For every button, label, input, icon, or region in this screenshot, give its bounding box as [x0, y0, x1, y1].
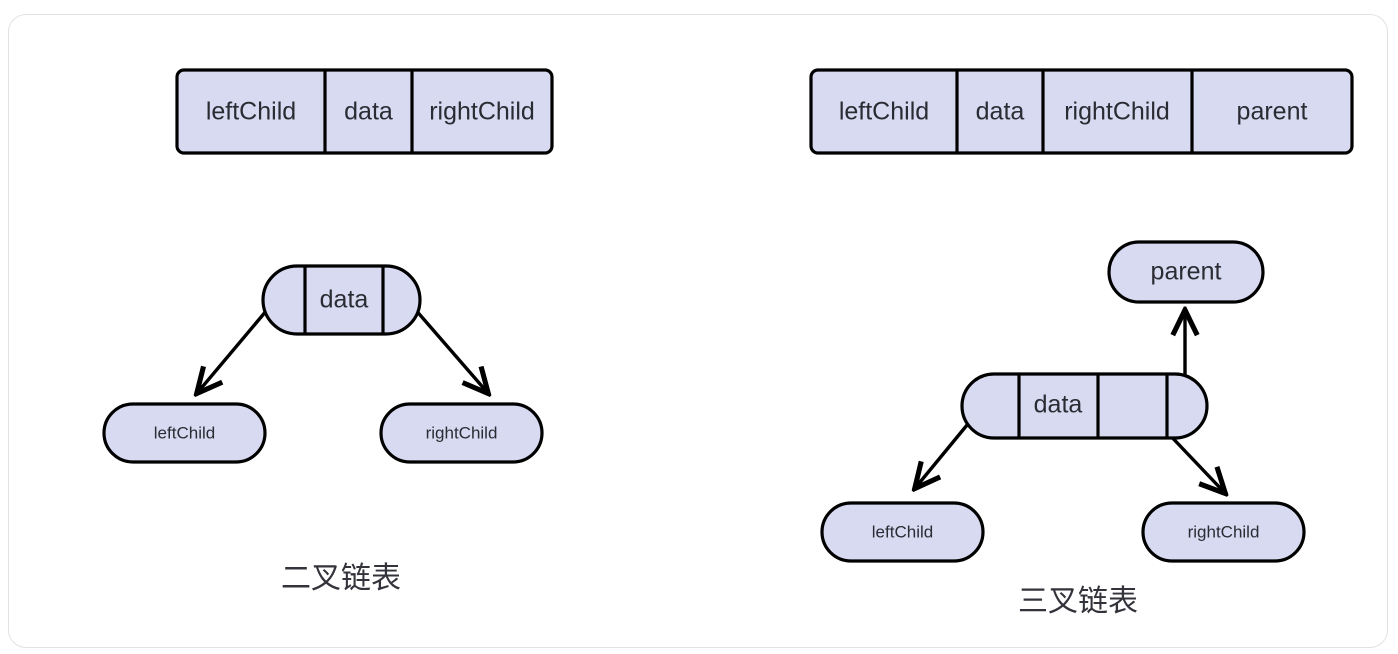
trinary-struct-cell-rightchild: rightChild — [1064, 98, 1170, 126]
trinary-struct-cell-data: data — [976, 98, 1025, 126]
binary-leftchild-outline — [102, 402, 267, 464]
binary-struct-cell-data: data — [344, 98, 393, 126]
binary-struct-table: leftChild data rightChild — [175, 68, 554, 155]
trinary-struct-table-outline — [809, 68, 1354, 155]
binary-leftchild-node: leftChild — [102, 402, 267, 464]
binary-linked-list-caption: 二叉链表 — [281, 562, 401, 595]
binary-root-node: data — [261, 264, 422, 336]
binary-root-node-outline — [261, 264, 422, 336]
binary-leftchild-label: leftChild — [154, 423, 215, 442]
trinary-parent-node: parent — [1107, 240, 1265, 304]
binary-root-cell-data: data — [320, 286, 369, 314]
trinary-rightchild-outline — [1141, 501, 1306, 563]
trinary-leftchild-outline — [820, 501, 985, 563]
trinary-rightchild-node: rightChild — [1141, 501, 1306, 563]
binary-rightchild-node: rightChild — [379, 402, 544, 464]
trinary-struct-cell-parent: parent — [1237, 98, 1308, 126]
trinary-leftchild-node: leftChild — [820, 501, 985, 563]
trinary-root-node: data — [960, 372, 1209, 440]
trinary-struct-table: leftChild data rightChild parent — [809, 68, 1354, 155]
trinary-parent-outline — [1107, 240, 1265, 304]
binary-struct-cell-rightchild: rightChild — [429, 98, 535, 126]
trinary-root-cell-data: data — [1034, 391, 1083, 419]
trinary-rightchild-label: rightChild — [1188, 522, 1260, 541]
trinary-parent-label: parent — [1151, 258, 1222, 286]
binary-struct-table-outline — [175, 68, 554, 155]
trinary-linked-list-caption: 三叉链表 — [1018, 585, 1138, 618]
binary-rightchild-label: rightChild — [426, 423, 498, 442]
trinary-struct-cell-leftchild: leftChild — [839, 98, 929, 126]
trinary-leftchild-label: leftChild — [872, 522, 933, 541]
binary-struct-cell-leftchild: leftChild — [206, 98, 296, 126]
trinary-root-node-outline — [960, 372, 1209, 440]
binary-rightchild-outline — [379, 402, 544, 464]
